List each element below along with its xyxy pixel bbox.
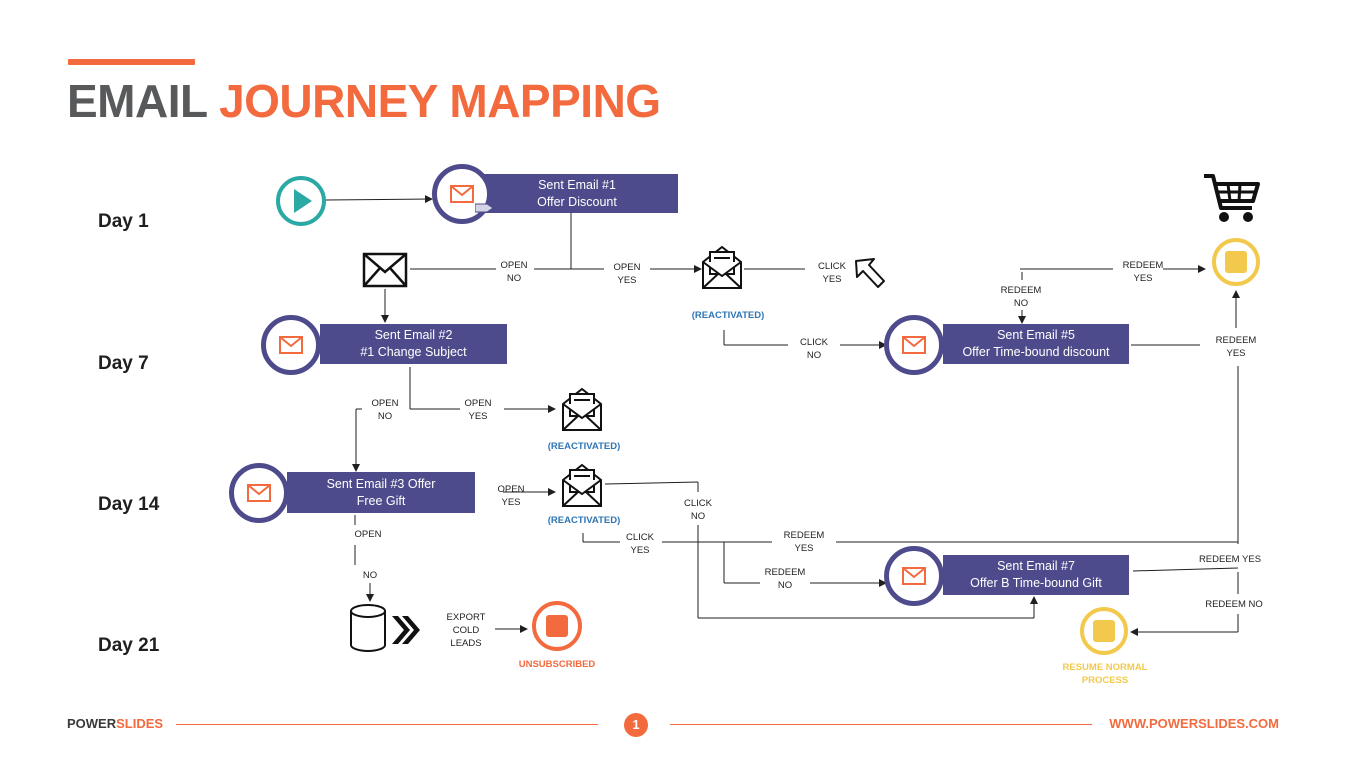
day-label-7: Day 7 [98,353,149,374]
email-icon [261,315,321,375]
title-part-1: EMAIL [67,75,207,127]
redeem-no-label: REDEEM NO [1205,599,1263,610]
chevrons-icon [392,616,420,644]
email-3-subtitle: Free Gift [356,493,406,508]
redeem-yes-label: REDEEM YES [1198,554,1262,565]
stop-icon [532,601,582,651]
footer-line-left [176,724,598,725]
footer-url[interactable]: WWW.POWERSLIDES.COM [1109,716,1279,731]
reactivated-label-3: (REACTIVATED) [547,515,621,526]
day-label-21: Day 21 [98,635,160,656]
email-5-subtitle: Offer Time-bound discount [962,345,1110,359]
resume-label: RESUME NORMAL PROCESS [1063,661,1148,687]
day-label-14: Day 14 [98,494,160,515]
title-accent-bar [68,59,195,65]
email-icon [432,164,492,224]
email-3-title: Sent Email #3 Offer [326,476,436,491]
page-number: 1 [624,713,648,737]
title-part-2: JOURNEY MAPPING [219,75,661,127]
resume-line-2: PROCESS [1081,675,1129,686]
open-label: OPEN [354,529,382,540]
unsubscribed-label: UNSUBSCRIBED [518,659,596,670]
no-label: NO [362,570,378,581]
email-icon [884,315,944,375]
play-icon [276,176,326,226]
cart-icon [1204,174,1260,222]
stop-icon [1080,607,1128,655]
email-1-box[interactable]: Sent Email #1 Offer Discount [476,174,678,213]
cursor-icon [855,258,885,288]
open-envelope-icon [702,245,742,289]
email-2-subtitle: #1 Change Subject [360,345,467,359]
email-icon [229,463,289,523]
resume-line-1: RESUME NORMAL [1062,662,1148,673]
stop-icon [1212,238,1260,286]
arrow-tab-icon [475,203,494,213]
email-7-box[interactable]: Sent Email #7 Offer B Time-bound Gift [943,555,1129,595]
open-envelope-icon [562,463,602,507]
email-7-title: Sent Email #7 [997,559,1075,573]
email-3-box[interactable]: Sent Email #3 Offer Free Gift [287,472,475,513]
reactivated-label-1: (REACTIVATED) [691,310,765,321]
footer-line-right [670,724,1092,725]
page-title: EMAIL JOURNEY MAPPING [67,74,661,128]
reactivated-label-2: (REACTIVATED) [547,441,621,452]
email-7-subtitle: Offer B Time-bound Gift [970,576,1102,590]
envelope-icon [362,252,408,288]
email-5-title: Sent Email #5 [997,328,1075,342]
database-icon [350,604,386,652]
email-1-title: Sent Email #1 [538,177,616,192]
open-envelope-icon [562,387,602,431]
email-2-title: Sent Email #2 [374,328,453,342]
email-5-box[interactable]: Sent Email #5 Offer Time-bound discount [943,324,1129,364]
email-2-box[interactable]: Sent Email #2 #1 Change Subject [320,324,507,364]
day-label-1: Day 1 [98,211,149,232]
email-icon [884,546,944,606]
email-1-subtitle: Offer Discount [537,194,617,209]
footer-brand: POWERSLIDES [67,716,164,731]
